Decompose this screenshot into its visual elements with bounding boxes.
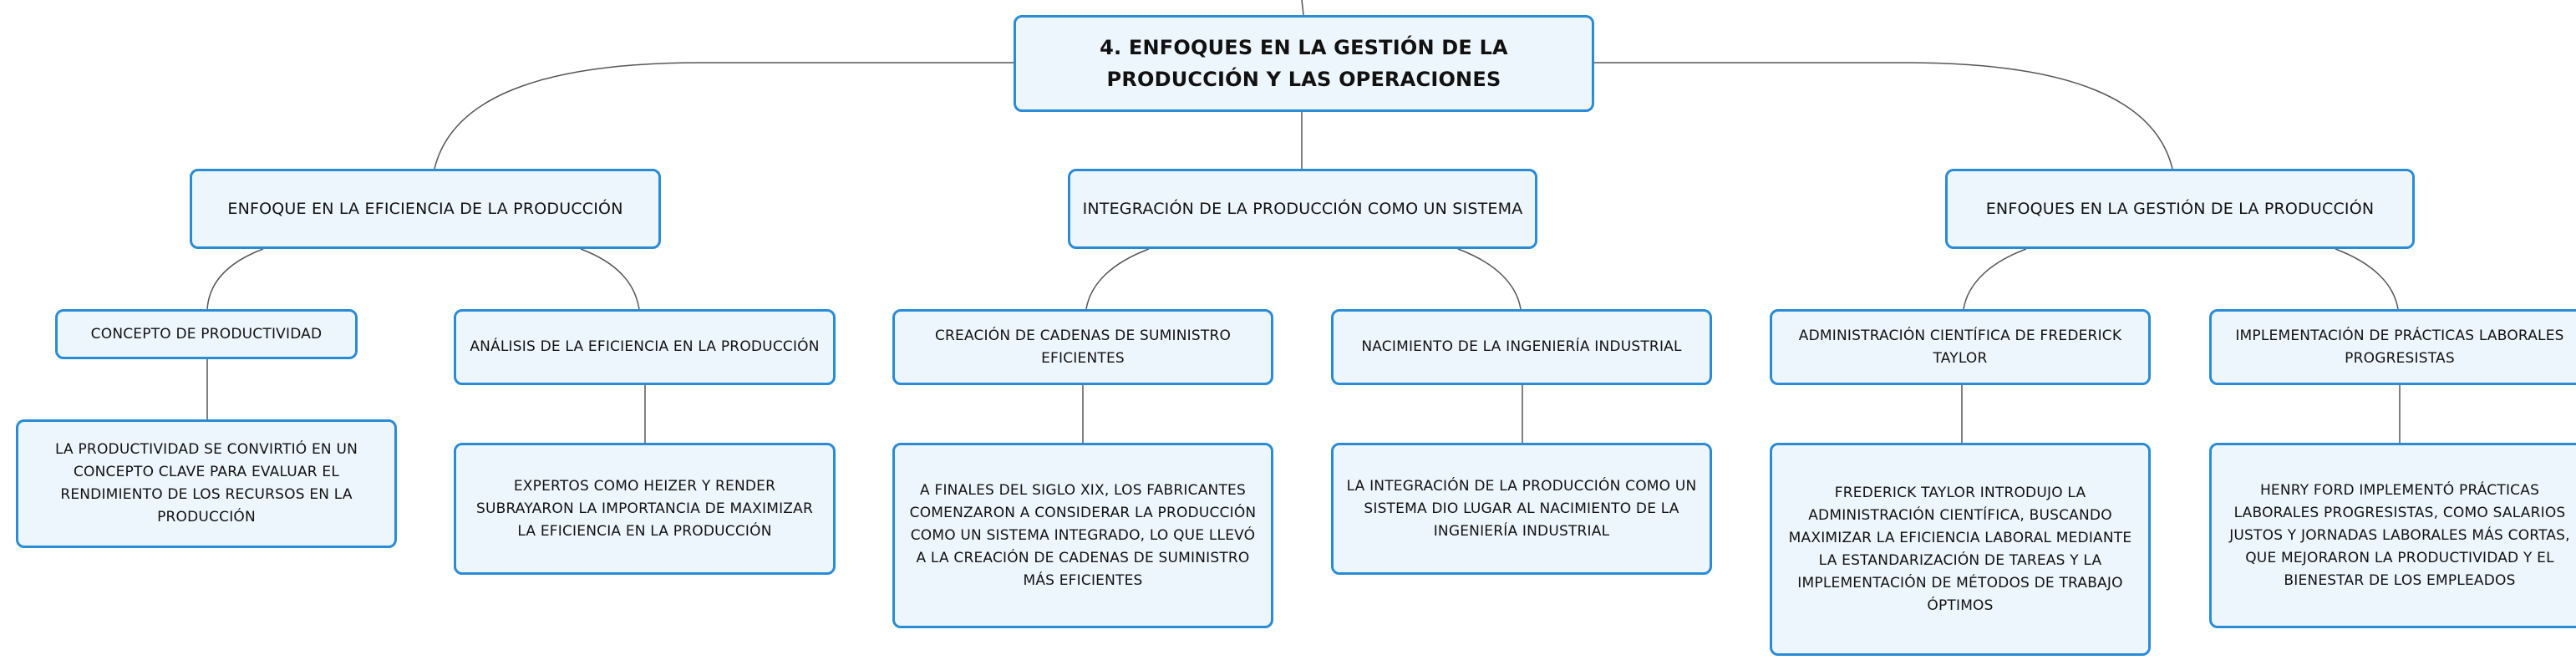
topic-label: ADMINISTRACIÓN CIENTÍFICA DE FREDERICK T… bbox=[1798, 327, 2122, 367]
branch-label: INTEGRACIÓN DE LA PRODUCCIÓN COMO UN SIS… bbox=[1082, 199, 1523, 218]
root-topic-label: 4. ENFOQUES EN LA GESTIÓN DE LA PRODUCCI… bbox=[1100, 36, 1508, 91]
branch-label: ENFOQUES EN LA GESTIÓN DE LA PRODUCCIÓN bbox=[1985, 199, 2375, 218]
connector-b3-c2 bbox=[2335, 248, 2399, 310]
connector-b1-c2 bbox=[580, 248, 640, 310]
topic-cadenas-suministro[interactable]: CREACIÓN DE CADENAS DE SUMINISTRO EFICIE… bbox=[892, 309, 1273, 385]
connector-root-branch-3 bbox=[1592, 62, 2173, 170]
topic-practicas-progresistas[interactable]: IMPLEMENTACIÓN DE PRÁCTICAS LABORALES PR… bbox=[2209, 309, 2576, 385]
topic-analisis-eficiencia[interactable]: ANÁLISIS DE LA EFICIENCIA EN LA PRODUCCI… bbox=[454, 309, 836, 385]
connector-b1-c1 bbox=[206, 248, 264, 310]
connector-b2-c2 bbox=[1457, 248, 1522, 310]
detail-text: LA PRODUCTIVIDAD SE CONVIRTIÓ EN UN CONC… bbox=[54, 441, 358, 525]
detail-concepto-productividad[interactable]: LA PRODUCTIVIDAD SE CONVIRTIÓ EN UN CONC… bbox=[16, 419, 397, 548]
connector-root-branch-1 bbox=[434, 62, 1015, 170]
topic-label: CONCEPTO DE PRODUCTIVIDAD bbox=[90, 325, 323, 343]
topic-label: IMPLEMENTACIÓN DE PRÁCTICAS LABORALES PR… bbox=[2235, 327, 2564, 367]
branch-gestion-produccion[interactable]: ENFOQUES EN LA GESTIÓN DE LA PRODUCCIÓN bbox=[1945, 169, 2415, 249]
connector-b2-c1 bbox=[1085, 248, 1150, 310]
topic-ingenieria-industrial[interactable]: NACIMIENTO DE LA INGENIERÍA INDUSTRIAL bbox=[1331, 309, 1712, 385]
topic-label: NACIMIENTO DE LA INGENIERÍA INDUSTRIAL bbox=[1361, 338, 1682, 355]
detail-administracion-cientifica[interactable]: FREDERICK TAYLOR INTRODUJO LA ADMINISTRA… bbox=[1770, 443, 2151, 656]
topic-label: ANÁLISIS DE LA EFICIENCIA EN LA PRODUCCI… bbox=[470, 338, 820, 355]
topic-administracion-cientifica[interactable]: ADMINISTRACIÓN CIENTÍFICA DE FREDERICK T… bbox=[1770, 309, 2151, 385]
topic-label: CREACIÓN DE CADENAS DE SUMINISTRO EFICIE… bbox=[934, 327, 1232, 367]
detail-practicas-progresistas[interactable]: HENRY FORD IMPLEMENTÓ PRÁCTICAS LABORALE… bbox=[2209, 443, 2576, 628]
connector-top bbox=[1301, 0, 1304, 16]
root-topic[interactable]: 4. ENFOQUES EN LA GESTIÓN DE LA PRODUCCI… bbox=[1014, 15, 1594, 112]
detail-text: LA INTEGRACIÓN DE LA PRODUCCIÓN COMO UN … bbox=[1346, 477, 1697, 540]
topic-concepto-productividad[interactable]: CONCEPTO DE PRODUCTIVIDAD bbox=[55, 309, 358, 359]
detail-analisis-eficiencia[interactable]: EXPERTOS COMO HEIZER Y RENDER SUBRAYARON… bbox=[454, 443, 836, 575]
detail-ingenieria-industrial[interactable]: LA INTEGRACIÓN DE LA PRODUCCIÓN COMO UN … bbox=[1331, 443, 1712, 575]
branch-eficiencia-produccion[interactable]: ENFOQUE EN LA EFICIENCIA DE LA PRODUCCIÓ… bbox=[190, 169, 661, 249]
detail-text: EXPERTOS COMO HEIZER Y RENDER SUBRAYARON… bbox=[475, 477, 813, 540]
detail-text: HENRY FORD IMPLEMENTÓ PRÁCTICAS LABORALE… bbox=[2229, 481, 2570, 589]
detail-text: A FINALES DEL SIGLO XIX, LOS FABRICANTES… bbox=[909, 481, 1257, 589]
detail-text: FREDERICK TAYLOR INTRODUJO LA ADMINISTRA… bbox=[1788, 484, 2132, 614]
detail-cadenas-suministro[interactable]: A FINALES DEL SIGLO XIX, LOS FABRICANTES… bbox=[892, 443, 1273, 628]
branch-label: ENFOQUE EN LA EFICIENCIA DE LA PRODUCCIÓ… bbox=[227, 199, 623, 218]
branch-integracion-sistema[interactable]: INTEGRACIÓN DE LA PRODUCCIÓN COMO UN SIS… bbox=[1068, 169, 1537, 249]
connector-b3-c1 bbox=[1963, 248, 2027, 310]
